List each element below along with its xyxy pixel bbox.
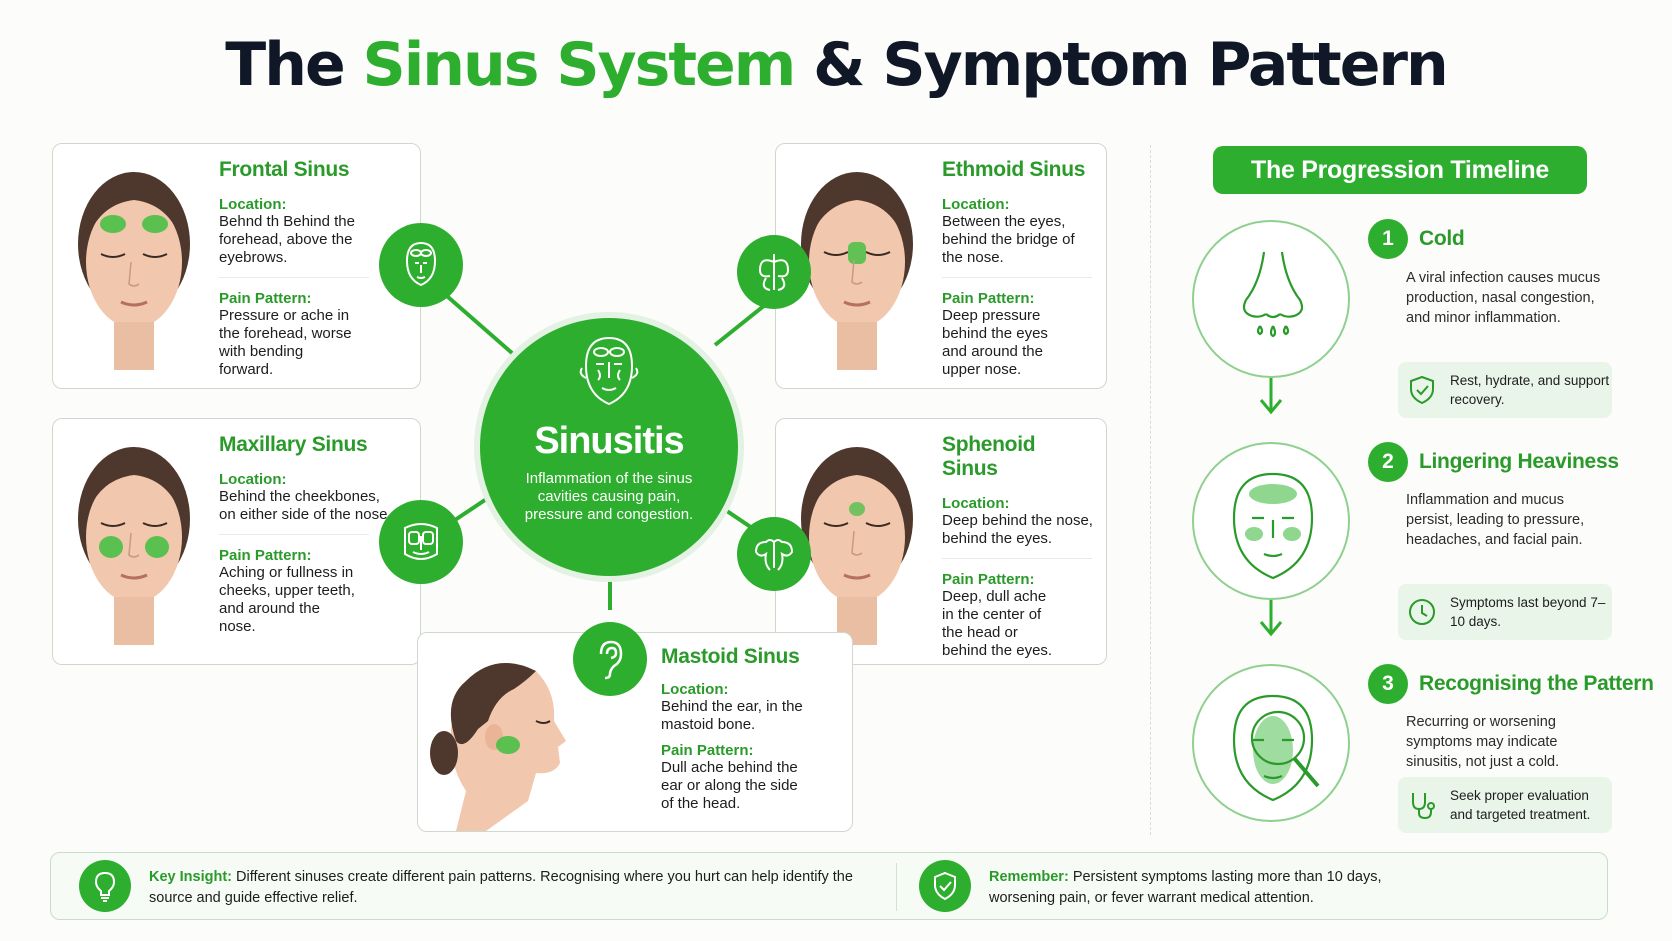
mastoid-icon-circle [573, 622, 647, 696]
title-part-1: The [225, 30, 345, 100]
ear-icon [599, 640, 623, 680]
face-pressure-icon [1232, 472, 1314, 580]
mastoid-location-text: Behind the ear, in the mastoid bone. [661, 698, 803, 733]
mastoid-sinus-card: Mastoid Sinus Location: Behind the ear, … [417, 632, 853, 832]
step-1-title: Cold [1419, 227, 1465, 250]
step-3-tip: Seek proper evaluation and targeted trea… [1398, 777, 1612, 833]
maxillary-location-text: Behind the cheekbones, on either side of… [219, 488, 392, 523]
sphenoid-bone-icon [754, 539, 794, 571]
sinusitis-hub: Sinusitis Inflammation of the sinus cavi… [480, 318, 738, 576]
stethoscope-icon [1412, 793, 1435, 820]
title-part-2: Sinus System [362, 30, 797, 100]
frontal-pain-text: Pressure or ache in the forehead, worse … [219, 307, 352, 378]
face-magnifier-icon [1232, 694, 1320, 802]
step-1-tip: Rest, hydrate, and support recovery. [1398, 362, 1612, 418]
frontal-pain-label: Pain Pattern: [219, 290, 312, 307]
shield-check-icon [1410, 375, 1434, 405]
step-3-tip-text: Seek proper evaluation and targeted trea… [1450, 788, 1591, 822]
sphenoid-face-illustration [801, 447, 913, 645]
step-3-number: 3 [1368, 664, 1408, 704]
page-title: The Sinus System & Symptom Pattern [0, 30, 1672, 100]
step-1-number: 1 [1368, 219, 1408, 259]
sphenoid-pain-text: Deep, dull ache in the center of the hea… [942, 588, 1053, 659]
section-divider [1150, 145, 1151, 835]
title-part-3: & Symptom Pattern [813, 30, 1449, 100]
mastoid-pain-text: Dull ache behind the ear or along the si… [661, 759, 798, 812]
face-outline-icon [579, 336, 639, 406]
banner-divider [896, 863, 897, 911]
head-maxillary-icon [404, 523, 438, 560]
step-3-title: Recognising the Pattern [1419, 672, 1654, 695]
mastoid-pain-label: Pain Pattern: [661, 742, 754, 759]
ethmoid-location-text: Between the eyes, behind the bridge of t… [942, 213, 1075, 266]
frontal-icon-circle [379, 223, 463, 307]
step-2-tip-text: Symptoms last beyond 7–10 days. [1450, 595, 1606, 629]
bottom-banner: Key Insight: Different sinuses create di… [50, 852, 1608, 920]
maxillary-sinus-title: Maxillary Sinus [219, 433, 368, 456]
ethmoid-face-illustration [801, 172, 913, 370]
step-1-circle [1192, 220, 1350, 378]
remember-label: Remember: [989, 869, 1069, 885]
step-3-description: Recurring or worsening symptoms may indi… [1406, 714, 1560, 770]
remember-text: Remember: Persistent symptoms lasting mo… [989, 867, 1389, 909]
key-insight-text: Key Insight: Different sinuses create di… [149, 867, 879, 909]
sphenoid-pain-label: Pain Pattern: [942, 571, 1035, 588]
step-1-description: A viral infection causes mucus productio… [1406, 270, 1601, 326]
shield-check-icon [934, 871, 956, 901]
frontal-location-text: Behnd th Behind the forehead, above the … [219, 213, 355, 266]
nose-drops-icon [1242, 251, 1304, 338]
ethmoid-sinus-card: Ethmoid Sinus Location: Between the eyes… [775, 143, 1107, 389]
maxillary-face-illustration [78, 447, 190, 645]
ethmoid-pain-label: Pain Pattern: [942, 290, 1035, 307]
ethmoid-pain-text: Deep pressure behind the eyes and around… [942, 307, 1048, 378]
mastoid-sinus-title: Mastoid Sinus [661, 645, 800, 668]
remember-icon-circle [919, 860, 971, 912]
sphenoid-separator [942, 558, 1092, 559]
sphenoid-sinus-title: Sphenoid Sinus [942, 433, 1036, 480]
insight-icon-circle [79, 860, 131, 912]
frontal-separator [219, 277, 369, 278]
step-2-tip: Symptoms last beyond 7–10 days. [1398, 584, 1612, 640]
sphenoid-icon-circle [737, 517, 811, 591]
frontal-face-illustration [78, 172, 190, 370]
key-insight-body: Different sinuses create different pain … [149, 869, 853, 906]
ethmoid-sinus-title: Ethmoid Sinus [942, 158, 1086, 181]
sphenoid-location-label: Location: [942, 495, 1010, 512]
maxillary-sinus-card: Maxillary Sinus Location: Behind the che… [52, 418, 421, 665]
ethmoid-bone-icon [758, 254, 790, 291]
key-insight-label: Key Insight: [149, 869, 232, 885]
head-frontal-icon [405, 241, 437, 287]
timeline-header: The Progression Timeline [1213, 146, 1587, 194]
maxillary-pain-text: Aching or fullness in cheeks, upper teet… [219, 564, 355, 635]
mastoid-profile-illustration [430, 663, 566, 831]
lightbulb-icon [94, 871, 116, 902]
step-2-title: Lingering Heaviness [1419, 450, 1619, 473]
step-2-description: Inflammation and mucus persist, leading … [1406, 492, 1585, 548]
step-1-tip-text: Rest, hydrate, and support recovery. [1450, 373, 1610, 407]
ethmoid-separator [942, 277, 1092, 278]
hub-description: Inflammation of the sinus cavities causi… [524, 470, 694, 523]
step-3-circle [1192, 664, 1350, 822]
step-2-number: 2 [1368, 442, 1408, 482]
frontal-sinus-card: Frontal Sinus Location: Behnd th Behind … [52, 143, 421, 389]
ethmoid-location-label: Location: [942, 196, 1010, 213]
maxillary-separator [219, 534, 369, 535]
ethmoid-icon-circle [737, 235, 811, 309]
hub-title: Sinusitis [534, 420, 684, 462]
frontal-location-label: Location: [219, 196, 287, 213]
frontal-sinus-title: Frontal Sinus [219, 158, 350, 181]
remember-body: Persistent symptoms lasting more than 10… [989, 869, 1382, 906]
maxillary-icon-circle [379, 500, 463, 584]
sphenoid-sinus-card: Sphenoid Sinus Location: Deep behind the… [775, 418, 1107, 665]
mastoid-location-label: Location: [661, 681, 729, 698]
maxillary-location-label: Location: [219, 471, 287, 488]
sphenoid-location-text: Deep behind the nose, behind the eyes. [942, 512, 1093, 547]
step-2-circle [1192, 442, 1350, 600]
clock-icon [1409, 599, 1435, 625]
maxillary-pain-label: Pain Pattern: [219, 547, 312, 564]
